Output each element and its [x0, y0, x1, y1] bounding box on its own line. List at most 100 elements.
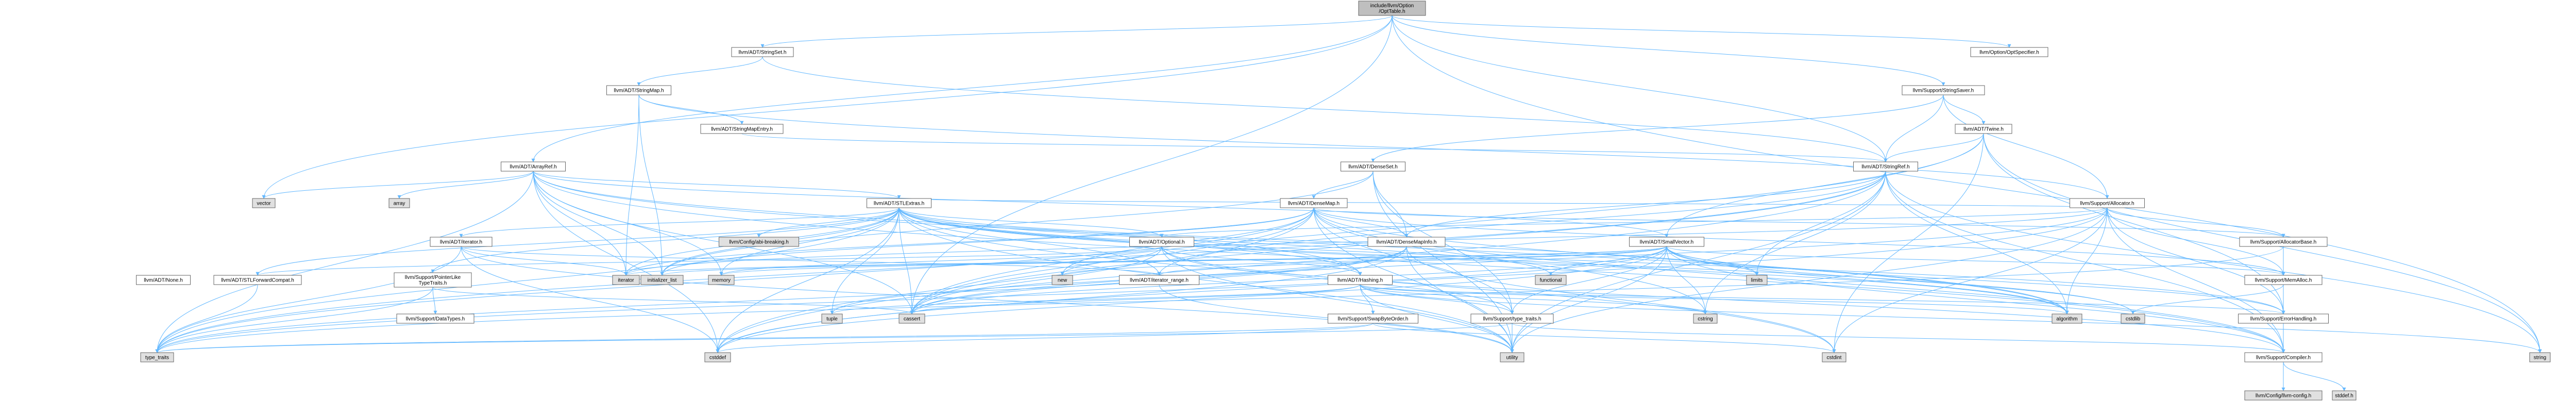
- node-label: stddef.h: [2335, 393, 2353, 399]
- node-llvm-adt-stlforwardcompat-h[interactable]: llvm/ADT/STLForwardCompat.h: [213, 275, 302, 285]
- node-utility[interactable]: utility: [1500, 352, 1524, 362]
- node-box: [2244, 352, 2323, 362]
- node-llvm-adt-none-h[interactable]: llvm/ADT/None.h: [136, 275, 191, 285]
- node-tuple[interactable]: tuple: [821, 313, 843, 324]
- edge-optional-to-new: [1060, 246, 1162, 276]
- node-box: [1970, 47, 2048, 57]
- node-limits[interactable]: limits: [1746, 275, 1768, 285]
- node-llvm-support-allocatorbase-h[interactable]: llvm/Support/AllocatorBase.h: [2239, 237, 2328, 247]
- node-box: [2244, 390, 2323, 401]
- edge-arrayref-to-vector: [262, 171, 534, 199]
- node-llvm-adt-stlextras-h[interactable]: llvm/ADT/STLExtras.h: [867, 198, 931, 208]
- node-box: [612, 275, 640, 285]
- edge-smallvector-to-compiler: [1666, 246, 2285, 353]
- edge-hashing-to-utility: [1360, 284, 1514, 353]
- node-label: llvm/Option/OptSpecifier.h: [1979, 50, 2039, 56]
- edge-typetraitsllvm-to-compiler: [1512, 323, 2285, 353]
- node-label: llvm/ADT/Twine.h: [1963, 127, 2004, 133]
- edge-root-to-optspecifier: [1392, 15, 2011, 48]
- node-label: llvm/Config/llvm-config.h: [2256, 393, 2311, 399]
- node-llvm-adt-smallvector-h[interactable]: llvm/ADT/SmallVector.h: [1629, 237, 1704, 247]
- edge-arrayref-to-smallvector: [533, 171, 1669, 238]
- node-type-traits[interactable]: type_traits: [140, 352, 174, 362]
- node-llvm-support-datatypes-h[interactable]: llvm/Support/DataTypes.h: [396, 313, 474, 324]
- node-box: [1853, 161, 1918, 172]
- node-box: [606, 85, 671, 95]
- node-llvm-support-swapbyteorder-h[interactable]: llvm/Support/SwapByteOrder.h: [1328, 313, 1418, 324]
- node-cstring[interactable]: cstring: [1693, 313, 1718, 324]
- node-llvm-option-optspecifier-h[interactable]: llvm/Option/OptSpecifier.h: [1970, 47, 2048, 57]
- node-label: llvm/ADT/ArrayRef.h: [510, 164, 556, 170]
- edge-stringref-to-densemapinfo: [1404, 171, 1886, 238]
- edge-pointerlike-to-datatypes: [432, 287, 437, 314]
- edge-densemapinfo-to-utility: [1406, 246, 1514, 353]
- node-llvm-adt-stringmapentry-h[interactable]: llvm/ADT/StringMapEntry.h: [700, 124, 784, 134]
- edge-allocator-to-errorhandling: [2107, 207, 2285, 314]
- node-llvm-adt-twine-h[interactable]: llvm/ADT/Twine.h: [1955, 124, 2012, 134]
- edge-twine-to-stringref: [1884, 133, 1984, 162]
- edge-stringref-to-limits: [1755, 171, 1886, 276]
- node-cassert[interactable]: cassert: [899, 313, 925, 324]
- node-box: [1119, 275, 1199, 285]
- edge-allocator-to-compiler: [2107, 207, 2285, 353]
- node-llvm-adt-denseset-h[interactable]: llvm/ADT/DenseSet.h: [1341, 161, 1405, 172]
- node-llvm-adt-densemapinfo-h[interactable]: llvm/ADT/DenseMapInfo.h: [1367, 237, 1446, 247]
- node-box: [2529, 352, 2551, 362]
- node-label: cstring: [1698, 317, 1713, 322]
- node-llvm-support-memalloc-h[interactable]: llvm/Support/MemAlloc.h: [2244, 275, 2323, 285]
- node-initializer-list[interactable]: initializer_list: [640, 275, 684, 285]
- node-llvm-support-stringsaver-h[interactable]: llvm/Support/StringSaver.h: [1902, 85, 1985, 95]
- edge-stringref-to-iterrange: [1157, 171, 1886, 276]
- edge-stlextras-to-stlforward: [256, 207, 900, 276]
- edge-stringmap-to-initlist: [638, 94, 664, 276]
- node-new[interactable]: new: [1052, 275, 1073, 285]
- node-cstdlib[interactable]: cstdlib: [2121, 313, 2145, 324]
- node-functional[interactable]: functional: [1535, 275, 1567, 285]
- node-label: llvm/ADT/DenseSet.h: [1348, 164, 1398, 170]
- node-array[interactable]: array: [388, 198, 410, 208]
- edge-root-to-vector: [262, 15, 1393, 199]
- edge-twine-to-cassert: [910, 133, 1984, 314]
- node-box: [2239, 237, 2328, 247]
- node-label: llvm/Support/SwapByteOrder.h: [1338, 317, 1409, 322]
- node-stddef-h[interactable]: stddef.h: [2332, 390, 2357, 401]
- node-llvm-support-compiler-h[interactable]: llvm/Support/Compiler.h: [2244, 352, 2323, 362]
- node-include-llvm-option-opttable-h[interactable]: include/llvm/Option/OptTable.h: [1358, 1, 1426, 16]
- node-llvm-adt-stringset-h[interactable]: llvm/ADT/StringSet.h: [731, 47, 794, 57]
- edge-densemapinfo-to-type_traits: [155, 246, 1407, 353]
- node-box: [899, 313, 925, 324]
- node-label: cstdint: [1827, 355, 1842, 361]
- node-algorithm[interactable]: algorithm: [2052, 313, 2082, 324]
- node-llvm-support-type-traits-h[interactable]: llvm/Support/type_traits.h: [1470, 313, 1554, 324]
- node-llvm-config-llvm-config-h[interactable]: llvm/Config/llvm-config.h: [2244, 390, 2323, 401]
- node-cstddef[interactable]: cstddef: [704, 352, 731, 362]
- node-llvm-adt-optional-h[interactable]: llvm/ADT/Optional.h: [1129, 237, 1194, 247]
- node-llvm-adt-hashing-h[interactable]: llvm/ADT/Hashing.h: [1328, 275, 1393, 285]
- node-string[interactable]: string: [2529, 352, 2551, 362]
- node-box: [700, 124, 784, 134]
- node-llvm-adt-arrayref-h[interactable]: llvm/ADT/ArrayRef.h: [501, 161, 566, 172]
- node-label: llvm/ADT/STLExtras.h: [874, 201, 924, 207]
- node-llvm-support-errorhandling-h[interactable]: llvm/Support/ErrorHandling.h: [2238, 313, 2329, 324]
- edge-adtiterator-to-utility: [461, 246, 1514, 353]
- edge-stringsaver-to-twine: [1943, 94, 1986, 125]
- node-box: [1280, 198, 1348, 208]
- node-label: llvm/Support/Allocator.h: [2080, 201, 2134, 207]
- node-cstdint[interactable]: cstdint: [1822, 352, 1846, 362]
- node-iterator[interactable]: iterator: [612, 275, 640, 285]
- node-llvm-adt-iterator-range-h[interactable]: llvm/ADT/iterator_range.h: [1119, 275, 1199, 285]
- edge-densemap-to-allocatorbase: [1313, 207, 2285, 238]
- edge-stringref-to-type_traits: [155, 171, 1886, 353]
- edge-smallvector-to-iterrange: [1157, 246, 1667, 276]
- node-llvm-adt-stringmap-h[interactable]: llvm/ADT/StringMap.h: [606, 85, 671, 95]
- node-vector[interactable]: vector: [252, 198, 276, 208]
- node-llvm-adt-stringref-h[interactable]: llvm/ADT/StringRef.h: [1853, 161, 1918, 172]
- node-llvm-support-allocator-h[interactable]: llvm/Support/Allocator.h: [2070, 198, 2145, 208]
- node-memory[interactable]: memory: [708, 275, 735, 285]
- edge-stlextras-to-cstddef: [716, 207, 900, 353]
- node-llvm-adt-densemap-h[interactable]: llvm/ADT/DenseMap.h: [1280, 198, 1348, 208]
- node-llvm-adt-iterator-h[interactable]: llvm/ADT/iterator.h: [430, 237, 493, 247]
- node-llvm-config-abi-breaking-h[interactable]: llvm/Config/abi-breaking.h: [719, 237, 799, 247]
- edge-allocator-to-memalloc: [2107, 207, 2285, 276]
